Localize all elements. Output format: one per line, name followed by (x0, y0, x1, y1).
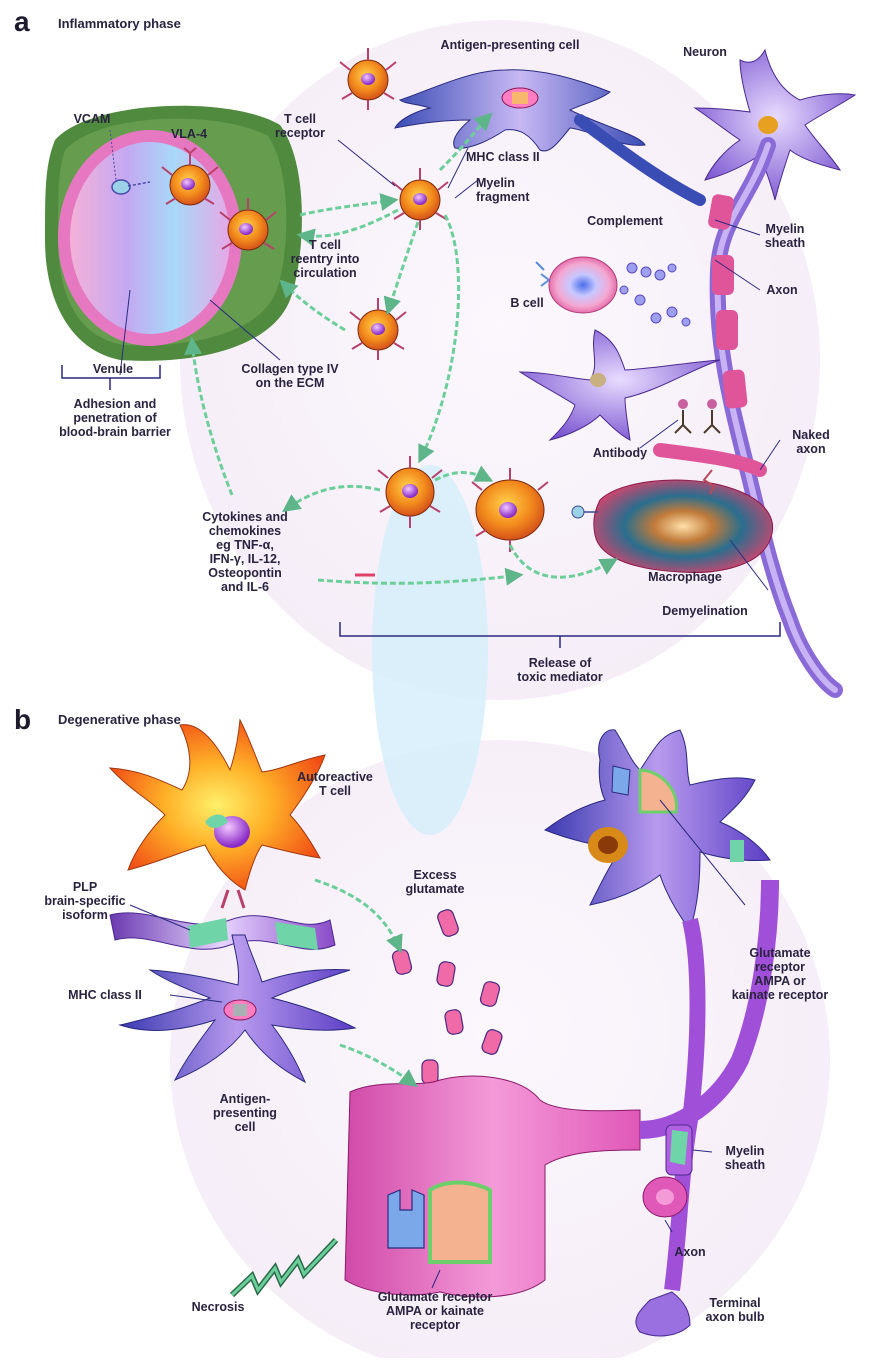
label-tcell-receptor: T cell receptor (255, 112, 345, 140)
label-myelin-fragment: Myelin fragment (476, 176, 566, 204)
label-myelin-sheath-b: Myelin sheath (705, 1144, 785, 1172)
label-myelin-sheath-a: Myelin sheath (745, 222, 825, 250)
label-vla4: VLA-4 (164, 127, 214, 141)
label-cytokines: Cytokines and chemokines eg TNF-α, IFN-γ… (180, 510, 310, 594)
label-antibody: Antibody (575, 446, 665, 460)
label-excess-glutamate: Excess glutamate (380, 868, 490, 896)
label-axon-a: Axon (752, 283, 812, 297)
tcell-reentry-cell (358, 310, 398, 350)
label-glut-receptor-right: Glutamate receptor AMPA or kainate recep… (705, 946, 855, 1002)
panel-a-title: Inflammatory phase (58, 16, 181, 31)
panel-b-letter: b (14, 706, 31, 734)
tcell-venule-2 (228, 210, 268, 250)
label-adhesion: Adhesion and penetration of blood-brain … (30, 397, 200, 439)
label-axon-b: Axon (660, 1245, 720, 1259)
panel-a-letter: a (14, 8, 30, 36)
tcell-top (348, 60, 388, 100)
label-demyelination: Demyelination (630, 604, 780, 618)
label-glut-receptor-bottom: Glutamate receptor AMPA or kainate recep… (345, 1290, 525, 1332)
label-macrophage: Macrophage (630, 570, 740, 584)
tcell-lower-1 (386, 468, 434, 516)
label-necrosis: Necrosis (178, 1300, 258, 1314)
label-apc-b: Antigen- presenting cell (190, 1092, 300, 1134)
panel-b-title: Degenerative phase (58, 712, 181, 727)
label-toxic: Release of toxic mediator (490, 656, 630, 684)
label-vcam: VCAM (62, 112, 122, 126)
label-terminal: Terminal axon bulb (680, 1296, 790, 1324)
label-complement: Complement (565, 214, 685, 228)
tcell-receptor-cell (400, 180, 440, 220)
label-neuron: Neuron (665, 45, 745, 59)
label-collagen: Collagen type IV on the ECM (215, 362, 365, 390)
label-venule: Venule (78, 362, 148, 376)
label-tcell-reentry: T cell reentry into circulation (275, 238, 375, 280)
label-mhc-a: MHC class II (466, 150, 576, 164)
label-plp: PLP brain-specific isoform (30, 880, 140, 922)
label-bcell: B cell (502, 296, 552, 310)
label-autoreactive: Autoreactive T cell (275, 770, 395, 798)
label-mhc-b: MHC class II (40, 988, 170, 1002)
label-apc-a: Antigen-presenting cell (410, 38, 610, 52)
label-naked-axon: Naked axon (776, 428, 846, 456)
